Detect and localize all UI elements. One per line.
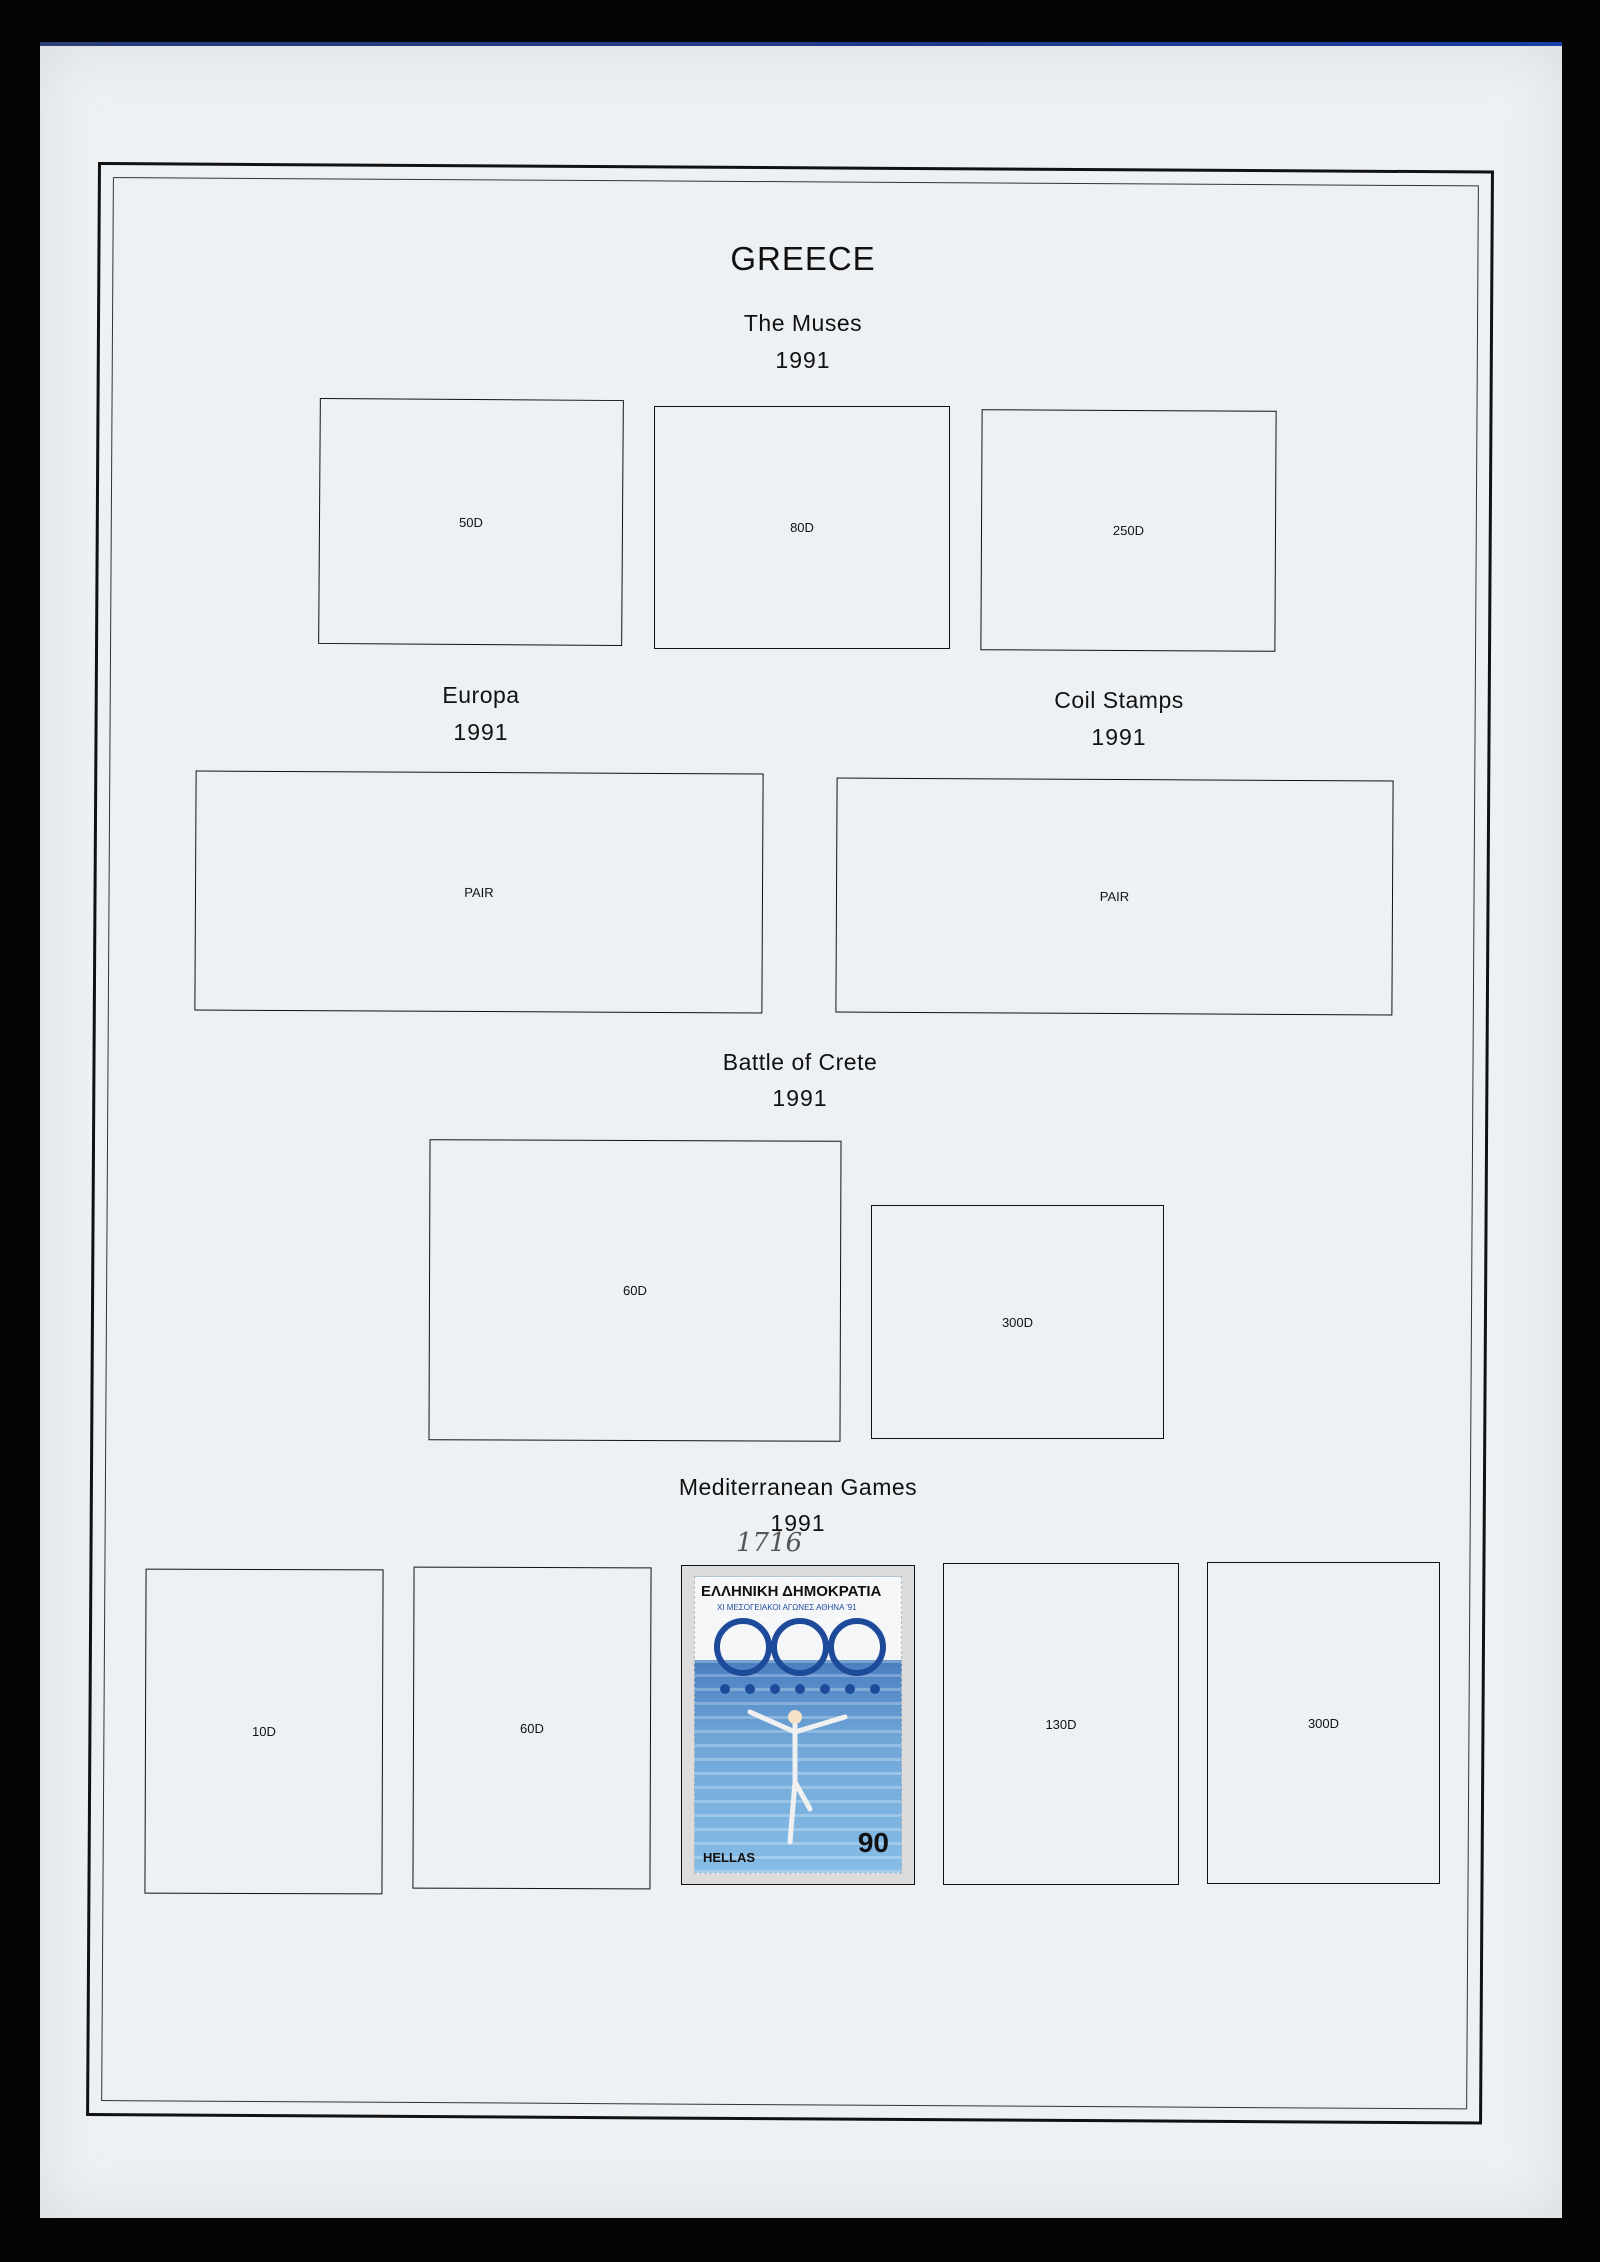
section-heading-crete: Battle of Crete xyxy=(722,1049,878,1075)
stamp-name-text: HELLAS xyxy=(703,1850,755,1865)
section-year-europa: 1991 xyxy=(453,719,509,745)
slot-denomination: 60D xyxy=(520,1720,544,1736)
stamp-slot-games-10d[interactable]: 10D xyxy=(144,1568,384,1895)
stamp-country-text: ΕΛΛΗΝΙΚΗ ΔΗΜΟΚΡΑΤΙΑ xyxy=(701,1583,882,1600)
stamp-slot-muses-50d[interactable]: 50D xyxy=(318,397,624,647)
slot-denomination: 300D xyxy=(1001,1314,1034,1330)
section-year-crete: 1991 xyxy=(772,1085,828,1111)
stamp-slot-europa-pair[interactable]: PAIR xyxy=(194,770,764,1014)
slot-denomination: 130D xyxy=(1045,1716,1077,1732)
section-heading-europa: Europa xyxy=(442,682,520,708)
gymnast-figure-icon xyxy=(747,1709,848,1845)
page-title: GREECE xyxy=(730,240,876,277)
stamp-subtitle-text: XI ΜΕΣΟΓΕΙΑΚΟΙ ΑΓΩΝΕΣ ΑΘΗΝΑ '91 xyxy=(717,1603,857,1612)
section-year-coil: 1991 xyxy=(1091,724,1147,750)
wave-decoration-icon xyxy=(720,1684,880,1694)
slot-denomination: 60D xyxy=(623,1282,647,1299)
stamp-slot-games-300d[interactable]: 300D xyxy=(1207,1562,1440,1884)
stamp-slot-games-130d[interactable]: 130D xyxy=(943,1563,1179,1885)
stamp-value-text: 90 xyxy=(857,1827,889,1858)
slot-denomination: PAIR xyxy=(1099,888,1130,905)
stamp-slot-coil-pair[interactable]: PAIR xyxy=(835,777,1394,1016)
mounted-stamp-90d[interactable]: ΕΛΛΗΝΙΚΗ ΔΗΜΟΚΡΑΤΙΑ XI ΜΕΣΟΓΕΙΑΚΟΙ ΑΓΩΝΕ… xyxy=(681,1565,915,1885)
section-year-games: 1991 xyxy=(770,1510,826,1536)
slot-denomination: 250D xyxy=(1112,522,1145,539)
slot-denomination: 300D xyxy=(1307,1715,1340,1731)
section-heading-muses: The Muses xyxy=(743,310,863,336)
section-heading-coil: Coil Stamps xyxy=(1054,687,1184,713)
stamp-slot-muses-80d[interactable]: 80D xyxy=(654,406,950,649)
stamp-slot-crete-300d[interactable]: 300D xyxy=(871,1205,1164,1439)
slot-denomination: PAIR xyxy=(464,884,494,900)
slot-denomination: 50D xyxy=(459,514,483,530)
section-year-muses: 1991 xyxy=(775,347,831,373)
pencil-catalog-note: 1716 xyxy=(736,1528,803,1558)
slot-denomination: 80D xyxy=(790,520,814,535)
slot-denomination: 10D xyxy=(252,1723,276,1740)
stamp-slot-crete-60d[interactable]: 60D xyxy=(428,1139,842,1442)
olympic-rings-icon xyxy=(714,1618,886,1676)
stamp-artwork: ΕΛΛΗΝΙΚΗ ΔΗΜΟΚΡΑΤΙΑ XI ΜΕΣΟΓΕΙΑΚΟΙ ΑΓΩΝΕ… xyxy=(694,1576,902,1874)
stamp-slot-games-60d[interactable]: 60D xyxy=(412,1566,652,1890)
section-heading-games: Mediterranean Games xyxy=(678,1474,918,1500)
stamp-slot-muses-250d[interactable]: 250D xyxy=(980,409,1277,652)
stamp-illustration xyxy=(714,1618,886,1845)
